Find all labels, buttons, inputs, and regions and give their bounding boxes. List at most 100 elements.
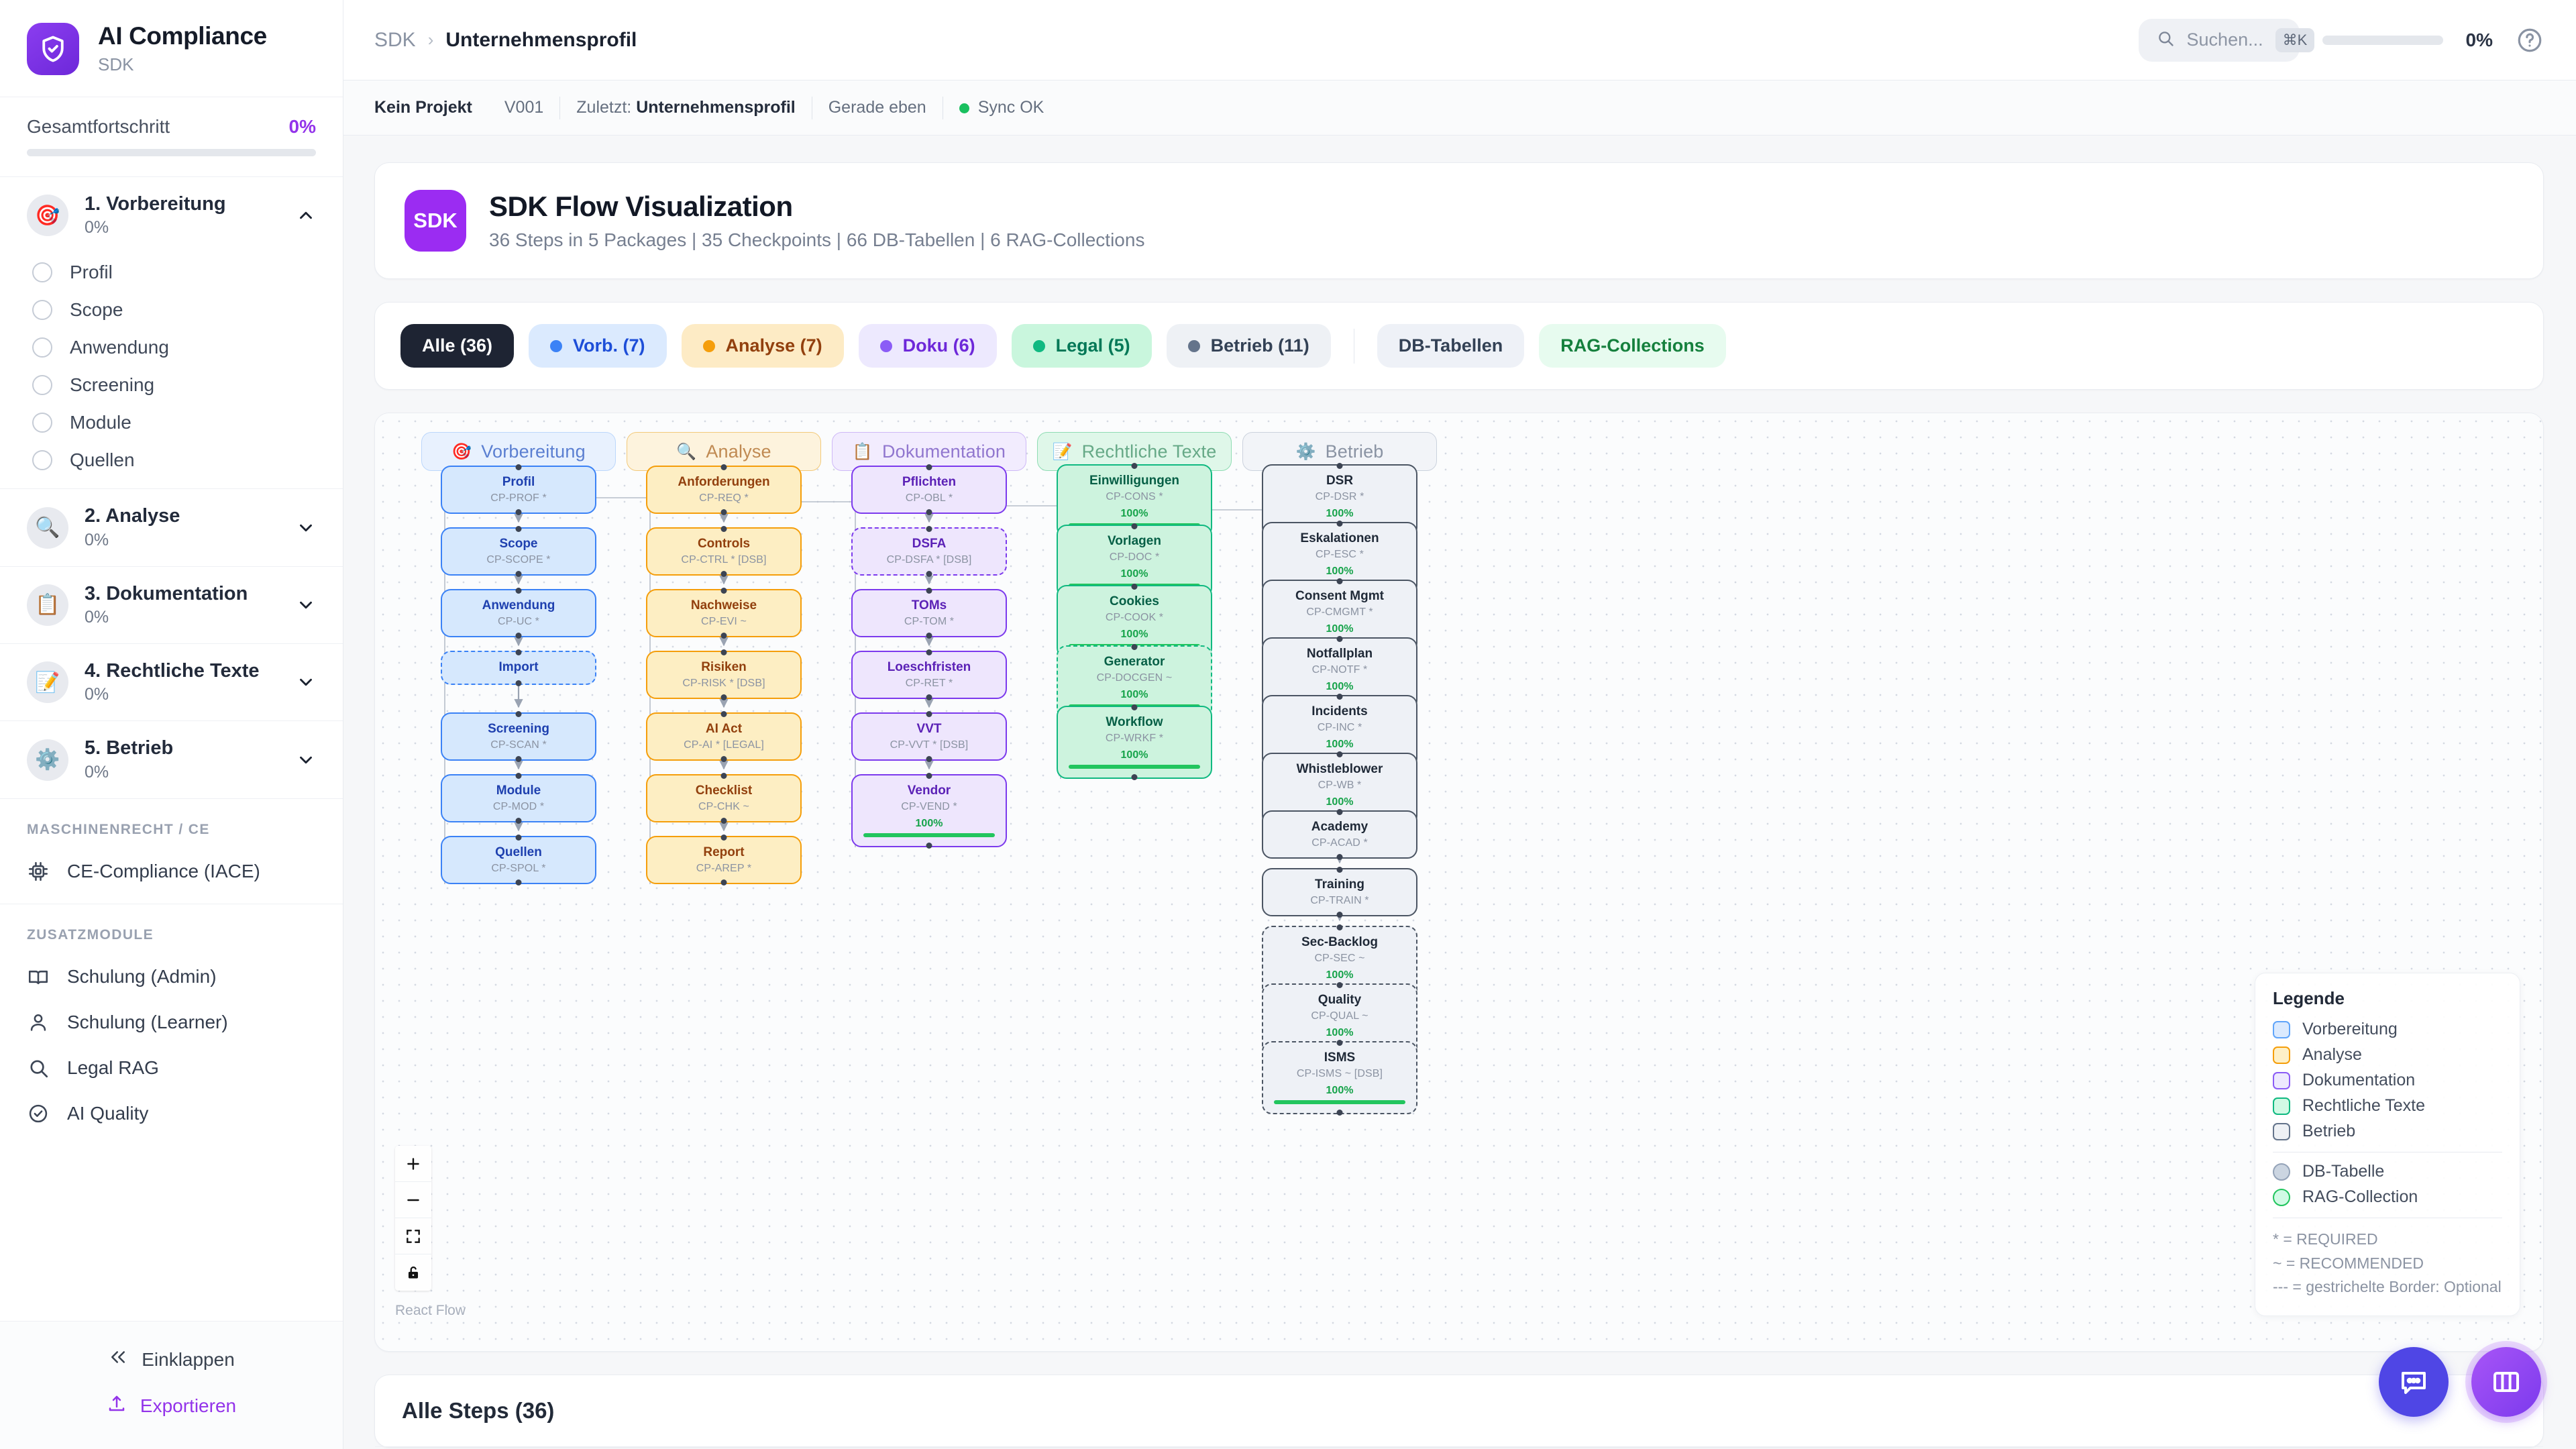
fit-view-icon[interactable] xyxy=(395,1218,431,1254)
step-radio-icon[interactable] xyxy=(32,300,52,321)
flow-node[interactable]: Import xyxy=(441,649,596,687)
sidebar-item-module[interactable]: Module xyxy=(0,404,343,441)
step-radio-icon[interactable] xyxy=(32,375,52,396)
check-circle-icon xyxy=(27,1102,50,1125)
node-title: Notfallplan xyxy=(1306,647,1373,661)
filter-chip-4[interactable]: Legal (5) xyxy=(1011,324,1152,368)
node-progress-bar xyxy=(1274,1099,1405,1104)
search-icon xyxy=(2156,29,2175,51)
zoom-out-icon[interactable] xyxy=(395,1182,431,1218)
breadcrumb-root[interactable]: SDK xyxy=(374,28,416,51)
node-code: CP-DSR * xyxy=(1315,490,1364,502)
sidebar-item-profil[interactable]: Profil xyxy=(0,254,343,291)
sidebar-item-schulung-admin[interactable]: Schulung (Admin) xyxy=(0,954,343,1000)
sidebar-item-anwendung[interactable]: Anwendung xyxy=(0,329,343,366)
legend-label: RAG-Collection xyxy=(2302,1187,2418,1207)
question-circle-icon[interactable] xyxy=(2516,26,2544,54)
lock-icon[interactable] xyxy=(395,1254,431,1291)
react-flow-attribution[interactable]: React Flow xyxy=(395,1303,466,1318)
node-title: Consent Mgmt xyxy=(1295,589,1384,603)
chevron-down-icon[interactable] xyxy=(296,672,316,692)
filter-chip-5[interactable]: Betrieb (11) xyxy=(1166,324,1331,368)
flow-diagram-card[interactable]: 🎯Vorbereitung🔍Analyse📋Dokumentation📝Rech… xyxy=(374,413,2544,1352)
legend-package-row: Dokumentation xyxy=(2273,1071,2502,1090)
sidebar-footer: Einklappen Exportieren xyxy=(0,1321,343,1449)
step-radio-icon[interactable] xyxy=(32,450,52,471)
collapse-sidebar-button[interactable]: Einklappen xyxy=(0,1336,343,1383)
page-scroll-area: SDK SDK Flow Visualization 36 Steps in 5… xyxy=(343,136,2576,1449)
sidebar-item-ai-quality[interactable]: AI Quality xyxy=(0,1091,343,1136)
node-code: CP-AREP * xyxy=(696,862,752,874)
node-port-top xyxy=(1336,1039,1343,1046)
status-time: Gerade eben xyxy=(828,98,926,117)
chevron-down-icon[interactable] xyxy=(296,518,316,538)
panel-fab[interactable] xyxy=(2471,1347,2541,1417)
node-progress-percent: 100% xyxy=(1326,738,1354,750)
flow-canvas[interactable]: 🎯Vorbereitung🔍Analyse📋Dokumentation📝Rech… xyxy=(375,413,2543,1351)
sidebar-item-label: CE-Compliance (IACE) xyxy=(67,860,260,881)
search-input[interactable]: Suchen... ⌘K xyxy=(2138,18,2315,62)
shield-check-icon xyxy=(27,23,79,75)
filter-chip-2[interactable]: Analyse (7) xyxy=(681,324,844,368)
chevron-down-icon[interactable] xyxy=(296,750,316,770)
sidebar-item-schulung-learner[interactable]: Schulung (Learner) xyxy=(0,1000,343,1045)
filter-chip-extra-0[interactable]: DB-Tabellen xyxy=(1377,324,1525,368)
filter-chip-3[interactable]: Doku (6) xyxy=(858,324,997,368)
filter-chip-0[interactable]: Alle (36) xyxy=(400,324,515,368)
export-button[interactable]: Exportieren xyxy=(0,1383,343,1429)
legend-label: Rechtliche Texte xyxy=(2302,1096,2425,1116)
main-content: SDK › Unternehmensprofil Suchen... ⌘K 0% xyxy=(343,0,2576,1449)
chevron-up-icon[interactable] xyxy=(296,205,316,225)
zoom-in-icon[interactable] xyxy=(395,1146,431,1182)
step-radio-icon[interactable] xyxy=(32,337,52,358)
filter-chip-extra-1[interactable]: RAG-Collections xyxy=(1539,324,1726,368)
sidebar-item-quellen[interactable]: Quellen xyxy=(0,441,343,479)
brand-subtitle: SDK xyxy=(98,54,134,74)
node-port-top xyxy=(926,772,932,779)
brand-header[interactable]: AI Compliance SDK xyxy=(0,0,343,97)
sidebar-item-legal-rag[interactable]: Legal RAG xyxy=(0,1045,343,1091)
sidebar-item-screening[interactable]: Screening xyxy=(0,366,343,404)
all-steps-title: Alle Steps (36) xyxy=(402,1398,555,1423)
chevron-down-icon[interactable] xyxy=(296,595,316,615)
flow-zoom-controls[interactable] xyxy=(395,1146,431,1291)
node-port-bottom xyxy=(1131,774,1138,781)
step-radio-icon[interactable] xyxy=(32,262,52,283)
step-radio-icon[interactable] xyxy=(32,413,52,433)
sidebar-item-scope[interactable]: Scope xyxy=(0,291,343,329)
filter-chip-1[interactable]: Vorb. (7) xyxy=(529,324,667,368)
chat-fab[interactable] xyxy=(2379,1347,2449,1417)
sidebar-item-ce-compliance[interactable]: CE-Compliance (IACE) xyxy=(0,849,343,894)
node-port-top xyxy=(720,587,727,594)
